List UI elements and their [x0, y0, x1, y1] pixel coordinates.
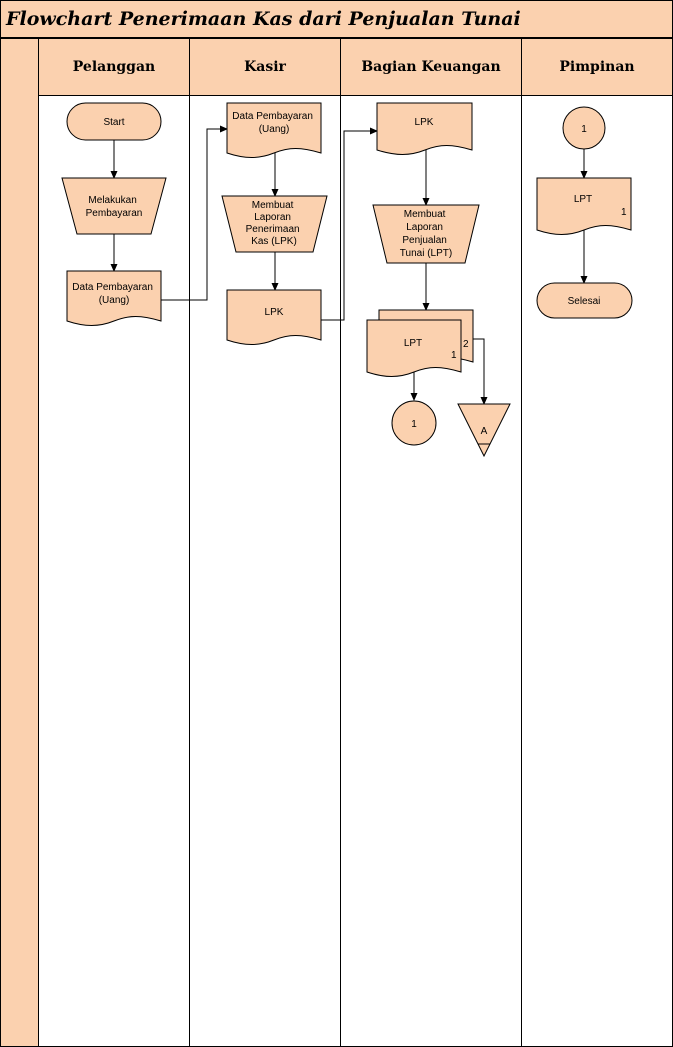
- archive-label: A: [481, 426, 488, 437]
- lane-header-kasir: Kasir: [244, 59, 286, 75]
- membuat-lpt-label: Membuat Laporan Penjualan Tunai (LPT): [400, 209, 452, 259]
- arrow-lpt-to-archive: [473, 338, 488, 405]
- melakukan-label: Melakukan Pembayaran: [86, 195, 143, 219]
- kasir-data-pembayaran-label: Data Pembayaran (Uang): [232, 111, 315, 135]
- membuat-lpk-manual-op: Membuat Laporan Penerimaan Kas (LPK): [221, 195, 328, 253]
- lpt-copy-1-label: 1: [451, 350, 457, 361]
- arrow-lpk-to-keuangan: [321, 127, 378, 321]
- arrow-data-to-kasir: [160, 125, 228, 301]
- lpk-kasir-label: LPK: [265, 307, 284, 318]
- archive-triangle: A: [457, 403, 511, 458]
- lpt-pimpinan-copy-label: 1: [621, 207, 627, 218]
- lpk-keuangan-label: LPK: [415, 117, 434, 128]
- offpage-connector-out: 1: [391, 400, 437, 446]
- membuat-lpt-manual-op: Membuat Laporan Penjualan Tunai (LPT): [372, 204, 480, 264]
- start-terminator: Start: [66, 102, 162, 141]
- start-label: Start: [103, 117, 124, 128]
- lpt-copy-2-label: 2: [463, 339, 469, 350]
- lpk-document-kasir: LPK: [226, 289, 322, 345]
- lane-header-pelanggan: Pelanggan: [73, 59, 155, 75]
- lpt-multi-document: LPT 1 2: [366, 309, 474, 377]
- kasir-data-pembayaran-document: Data Pembayaran (Uang): [226, 102, 322, 158]
- offpage-connector-in: 1: [562, 106, 606, 150]
- data-pembayaran-document: Data Pembayaran (Uang): [66, 270, 162, 326]
- connectors: [110, 125, 588, 405]
- data-pembayaran-label: Data Pembayaran (Uang): [72, 282, 155, 306]
- lane-header-pimpinan: Pimpinan: [559, 59, 634, 75]
- selesai-label: Selesai: [568, 296, 601, 307]
- connector-out-label: 1: [411, 419, 417, 430]
- lane-header-bagian-keuangan: Bagian Keuangan: [361, 59, 500, 75]
- lpt-document-pimpinan: LPT 1: [536, 177, 632, 235]
- selesai-terminator: Selesai: [536, 282, 633, 319]
- lpk-document-keuangan: LPK: [376, 102, 473, 155]
- melakukan-pembayaran-manual-op: Melakukan Pembayaran: [61, 177, 167, 235]
- lpt-pimpinan-label: LPT: [574, 194, 592, 205]
- connector-in-label: 1: [581, 124, 587, 135]
- flowchart-title: Flowchart Penerimaan Kas dari Penjualan …: [5, 8, 521, 30]
- membuat-lpk-label: Membuat Laporan Penerimaan Kas (LPK): [246, 200, 303, 247]
- lpt-label: LPT: [404, 338, 422, 349]
